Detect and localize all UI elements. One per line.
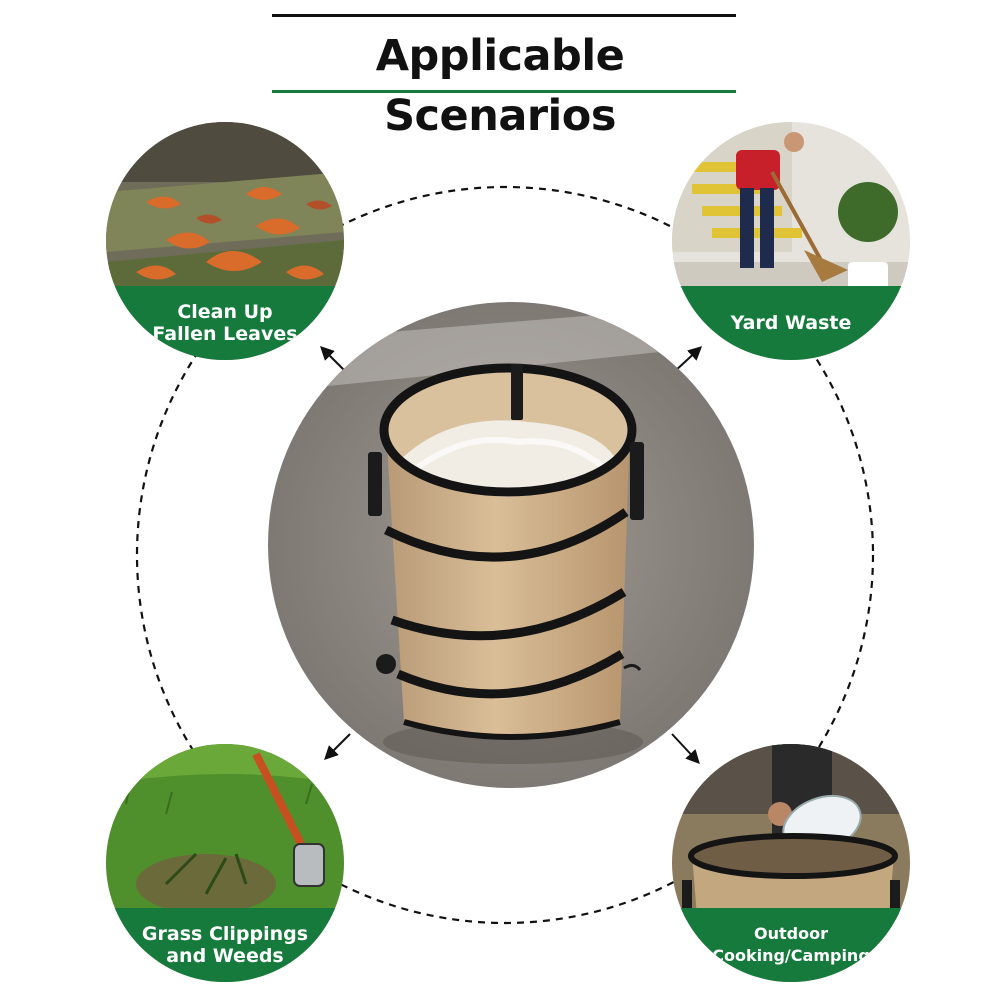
scenario-label: Yard Waste: [730, 312, 852, 334]
title-top-rule: [272, 14, 736, 17]
pop-up-leaf-bag-photo-icon: [268, 302, 754, 788]
scenario-outdoor-camping: Outdoor Cooking/Camping: [672, 744, 910, 982]
scenario-banner: Grass Clippings and Weeds: [106, 908, 344, 982]
scenario-label: Outdoor Cooking/Camping: [712, 924, 870, 965]
scenario-banner: Yard Waste: [672, 286, 910, 360]
scenario-label: Grass Clippings and Weeds: [141, 923, 309, 967]
scenario-yard-waste: Yard Waste: [672, 122, 910, 360]
scenario-banner: Outdoor Cooking/Camping: [672, 908, 910, 982]
title-bottom-rule: [272, 90, 736, 93]
page-title: Applicable Scenarios: [375, 31, 625, 141]
scenario-grass-clippings: Grass Clippings and Weeds: [106, 744, 344, 982]
scenario-fallen-leaves: Clean Up Fallen Leaves: [106, 122, 344, 360]
scenario-label: Clean Up Fallen Leaves: [152, 301, 298, 345]
product-photo: [268, 302, 754, 788]
scenario-banner: Clean Up Fallen Leaves: [106, 286, 344, 360]
